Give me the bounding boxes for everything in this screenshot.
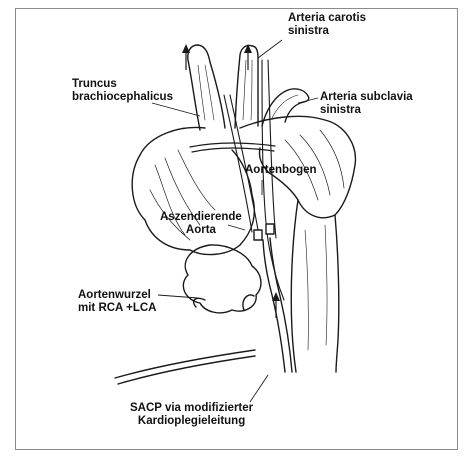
carotis-vessel [235, 45, 258, 128]
label-sacp: SACP via modifizierter Kardioplegieleitu… [130, 402, 253, 428]
descending-aorta [291, 200, 339, 372]
arrow-up-right-icon [244, 44, 252, 70]
arrow-up-catheter-icon [272, 292, 280, 318]
leader-aortenwurzel [158, 295, 198, 298]
label-aortenwurzel: Aortenwurzel mit RCA +LCA [78, 289, 156, 315]
leader-sacp [250, 375, 268, 402]
label-arteria-subclavia: Arteria subclavia sinistra [320, 91, 413, 117]
aortic-root [183, 245, 261, 313]
label-arteria-carotis: Arteria carotis sinistra [288, 12, 366, 38]
label-aszendierende: Aszendierende Aorta [160, 211, 242, 237]
label-truncus: Truncus brachiocephalicus [72, 78, 173, 104]
truncus-vessel [188, 45, 225, 130]
leader-truncus [152, 103, 200, 116]
leader-carotis [258, 40, 282, 58]
perfusion-catheters [224, 60, 284, 300]
label-aortenbogen: Aortenbogen [245, 164, 317, 177]
